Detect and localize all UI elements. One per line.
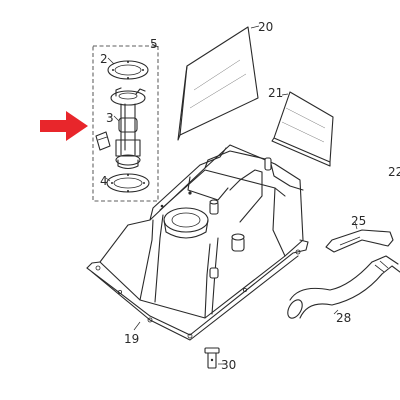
assembly-dashed-box — [92, 45, 159, 202]
label-part-30: 30 — [221, 358, 236, 372]
label-part-2: 2 — [100, 52, 108, 66]
label-part-28: 28 — [336, 311, 351, 325]
cover-plate-part-20[interactable] — [177, 25, 260, 141]
fuel-pump-module[interactable] — [110, 87, 146, 170]
top-gasket-ring[interactable] — [107, 60, 149, 80]
bottom-gasket-ring[interactable] — [106, 173, 150, 193]
fuel-hose-part-28[interactable] — [285, 255, 400, 321]
label-part-22: 22 — [388, 165, 400, 179]
fuel-tank-part-19[interactable] — [86, 144, 309, 341]
cover-plate-part-21[interactable] — [271, 91, 334, 167]
label-part-21: 21 — [268, 86, 283, 100]
label-part-19: 19 — [124, 332, 139, 346]
label-part-4: 4 — [100, 174, 108, 188]
label-part-25: 25 — [351, 214, 366, 228]
hose-clamp-part-25[interactable] — [325, 221, 394, 253]
drain-fitting-part-30[interactable] — [204, 347, 224, 369]
pump-filter-sock[interactable] — [95, 131, 111, 151]
label-part-3: 3 — [106, 111, 114, 125]
fuel-pump-assembly-group — [92, 43, 159, 202]
label-part-20: 20 — [258, 20, 273, 34]
red-pointer-arrow-icon — [40, 111, 88, 141]
label-part-5: 5 — [150, 37, 158, 51]
